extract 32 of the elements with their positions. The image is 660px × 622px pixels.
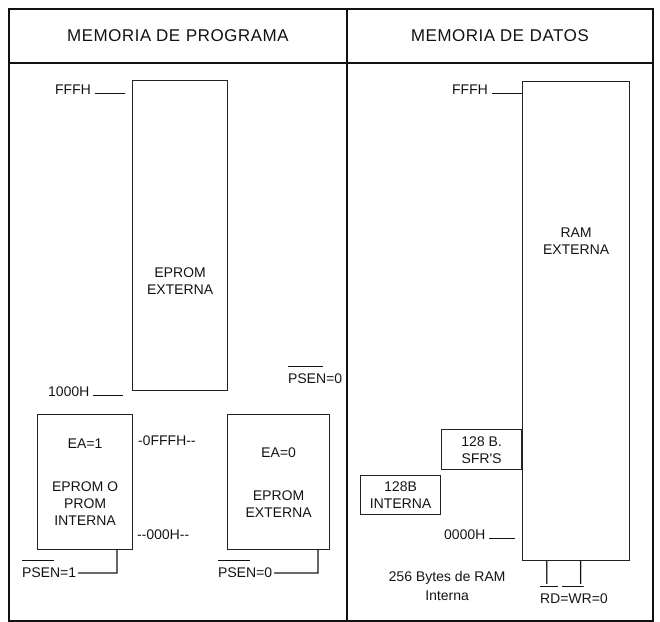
signal-label: PSEN=0 [288,366,342,386]
leader-line [546,560,582,585]
memory-block [441,429,522,470]
memory-block [227,414,330,550]
memory-block [132,80,228,391]
block-label: 128 B. SFR'S [460,432,503,466]
block-label: EA=0 [260,444,297,460]
block-label: EPROM EXTERNA [146,264,214,298]
memory-block [522,81,630,561]
leader-line [78,550,118,574]
address-label: 0000H [444,526,516,542]
signal-label: RD=WR=0 [540,586,608,606]
memory-column [8,8,348,622]
block-label: EA=1 [66,435,104,452]
note-text: 256 Bytes de RAM Interna [388,567,506,605]
address-label: 1000H [48,383,124,399]
signal-label: PSEN=1 [22,560,76,580]
address-label: -0FFFH-- [138,432,196,448]
column-heading: MEMORIA DE PROGRAMA [66,26,290,46]
memory-block [37,414,133,550]
block-label: RAM EXTERNA [542,224,610,258]
memory-column [346,8,654,622]
column-heading: MEMORIA DE DATOS [410,26,590,46]
block-label: 128B INTERNA [368,478,432,512]
block-label: EPROM O PROM INTERNA [50,478,120,529]
address-label: FFFH [452,81,522,97]
block-label: EPROM EXTERNA [244,486,313,520]
memory-block [360,475,441,515]
leader-line [274,550,319,574]
address-label: --000H-- [137,526,190,542]
address-label: FFFH [55,81,125,97]
signal-label: PSEN=0 [218,560,272,580]
